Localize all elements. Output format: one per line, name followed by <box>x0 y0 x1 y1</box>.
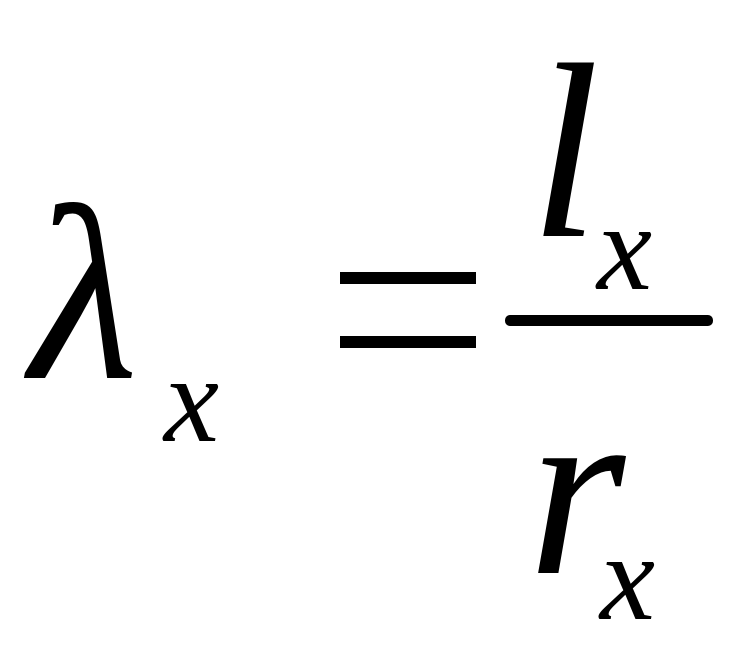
lambda-subscript: x <box>164 331 220 468</box>
equals-top-bar <box>340 272 476 284</box>
fraction-bar <box>505 315 713 326</box>
denominator-symbol: r <box>528 351 626 628</box>
lambda-symbol: λ <box>30 156 139 433</box>
numerator-subscript: x <box>597 179 653 316</box>
denominator-subscript: x <box>600 509 656 646</box>
equals-bottom-bar <box>340 336 476 348</box>
numerator-symbol: l <box>530 14 600 291</box>
